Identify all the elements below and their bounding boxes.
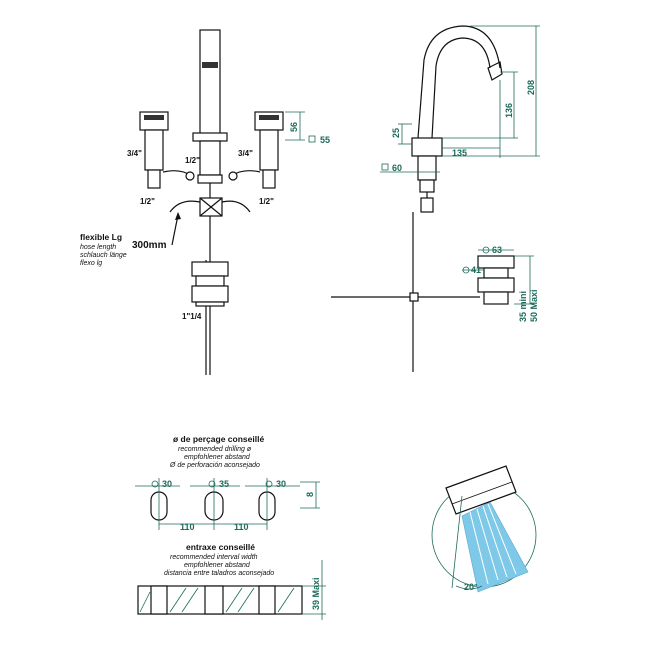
dim-spacing-right: 110 — [234, 522, 249, 532]
dim-square: 55 — [320, 135, 330, 145]
interval-title: entraxe conseillé — [186, 542, 255, 552]
tee-connector — [169, 197, 251, 246]
left-inlet — [147, 169, 161, 189]
flexible-line-1: hose length — [80, 244, 116, 251]
dim-spacing-left: 110 — [180, 522, 195, 532]
dim-spout-reach: 135 — [452, 148, 467, 158]
right-inlet — [262, 169, 276, 189]
right-valve — [228, 111, 284, 189]
label-inlet-right: 3/4" — [238, 149, 253, 158]
dim-depth: 8 — [305, 492, 315, 497]
dim-max-thickness: 39 Maxi — [311, 577, 321, 610]
spout-base — [192, 132, 228, 142]
aerator-body — [445, 465, 517, 515]
spray-stream — [461, 501, 529, 593]
dim-spout-height: 136 — [504, 103, 514, 118]
dim-base-height: 25 — [391, 128, 401, 138]
dim-hole-left: 30 — [162, 479, 172, 489]
hose-arrow — [171, 214, 179, 246]
left-valve-body — [144, 129, 164, 171]
side-base — [411, 137, 443, 157]
interval-line-1: recommended interval width — [170, 554, 258, 561]
spray-angle: 20° — [464, 582, 478, 592]
dim-base-square: 60 — [392, 163, 402, 173]
spout-column — [199, 29, 221, 136]
left-valve — [139, 111, 195, 189]
drilling-line-3: Ø de perforación aconsejado — [169, 462, 260, 469]
dim-total-height: 208 — [526, 80, 536, 95]
side-view: 135 136 208 25 60 63 41 35 mini 50 Maxi — [331, 25, 540, 372]
label-waste: 1"1/4 — [182, 312, 202, 321]
dim-waste-min: 35 mini — [518, 291, 528, 322]
right-valve-body — [259, 129, 279, 171]
dim-waste-inner: 41 — [471, 265, 481, 275]
label-inlet-center: 1/2" — [185, 156, 200, 165]
interval-line-2: empfohlener abstand — [184, 562, 251, 569]
drilling-section: ø de perçage conseillé recommended drill… — [135, 434, 320, 532]
drilling-line-2: empfohlener abstand — [184, 454, 251, 461]
spout-body — [199, 140, 221, 176]
left-handle — [139, 111, 169, 131]
flexible-title: flexible Lg — [80, 232, 122, 242]
interval-line-3: distancia entre taladros aconsejado — [164, 570, 274, 577]
right-handle — [254, 111, 284, 131]
dim-handle-height: 56 — [289, 122, 299, 132]
drilling-title: ø de perçage conseillé — [173, 434, 264, 444]
label-outlet-left: 1/2" — [140, 197, 155, 206]
front-view: 3/4" 1/2" 3/4" 1/2" 1/2" 1"1/4 flexible … — [80, 29, 330, 375]
spray-detail: 20° — [431, 465, 537, 593]
dim-hole-center: 35 — [219, 479, 229, 489]
flexible-line-2: schlauch länge — [80, 252, 127, 259]
drilling-line-1: recommended drilling ø — [178, 446, 252, 453]
dim-hole-right: 30 — [276, 479, 286, 489]
interval-section: entraxe conseillé recommended interval w… — [137, 542, 326, 620]
dim-waste-max: 50 Maxi — [529, 289, 539, 322]
flexible-length: 300mm — [132, 240, 167, 251]
label-inlet-left: 3/4" — [127, 149, 142, 158]
spout-aerator — [202, 62, 218, 68]
label-outlet-right: 1/2" — [259, 197, 274, 206]
waste-assembly — [191, 261, 229, 307]
dim-waste-outer: 63 — [492, 245, 502, 255]
flexible-line-3: flexo lg — [80, 260, 102, 267]
spout-arc — [417, 25, 501, 139]
spout-nut — [197, 174, 223, 184]
countertop-section — [137, 585, 303, 615]
